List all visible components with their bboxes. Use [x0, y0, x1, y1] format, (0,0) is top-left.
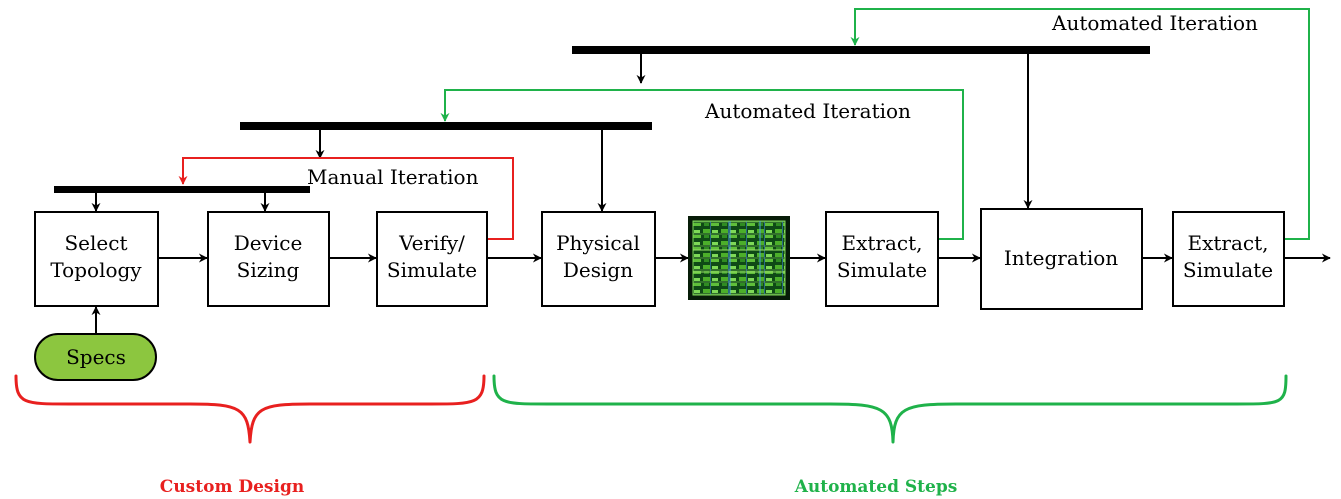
physical-design-line-1: Physical [556, 231, 640, 255]
automated-iteration-label-2: Automated Iteration [1051, 11, 1258, 35]
bus-bar-2 [240, 122, 652, 130]
device-sizing-line-1: Device [234, 231, 303, 255]
bus-bar-3 [572, 46, 1150, 54]
automated-iteration-loop-1 [440, 89, 964, 240]
box-integration: Integration [980, 208, 1143, 310]
extract-simulate-1-line-1: Extract, [842, 231, 923, 255]
bus-bar-1 [54, 186, 310, 193]
integration-label: Integration [1004, 246, 1118, 270]
extract-simulate-2-line-1: Extract, [1188, 231, 1269, 255]
verify-simulate-line-1: Verify/ [398, 231, 465, 255]
physical-design-line-2: Design [563, 258, 633, 282]
automated-iteration-label-1: Automated Iteration [704, 99, 911, 123]
select-topology-line-1: Select [64, 231, 127, 255]
automated-steps-label: Automated Steps [794, 477, 958, 497]
box-verify-simulate: Verify/ Simulate [376, 211, 488, 307]
manual-iteration-loop [178, 157, 514, 240]
custom-design-label: Custom Design [160, 477, 304, 497]
box-physical-design: Physical Design [541, 211, 656, 307]
extract-simulate-2-line-2: Simulate [1183, 258, 1273, 282]
custom-design-brace [14, 374, 486, 444]
manual-iteration-label: Manual Iteration [307, 165, 479, 189]
box-device-sizing: Device Sizing [207, 211, 330, 307]
verify-simulate-line-2: Simulate [387, 258, 477, 282]
box-select-topology: Select Topology [34, 211, 159, 307]
automated-iteration-loop-2 [850, 8, 1310, 240]
specs-label: Specs [66, 345, 126, 369]
chip-layout-icon [688, 216, 790, 300]
device-sizing-line-2: Sizing [237, 258, 300, 282]
select-topology-line-2: Topology [50, 258, 142, 282]
extract-simulate-1-line-2: Simulate [837, 258, 927, 282]
specs-pill: Specs [34, 333, 157, 381]
automated-steps-brace [492, 374, 1288, 444]
box-extract-simulate-2: Extract, Simulate [1172, 211, 1285, 307]
box-extract-simulate-1: Extract, Simulate [825, 211, 939, 307]
